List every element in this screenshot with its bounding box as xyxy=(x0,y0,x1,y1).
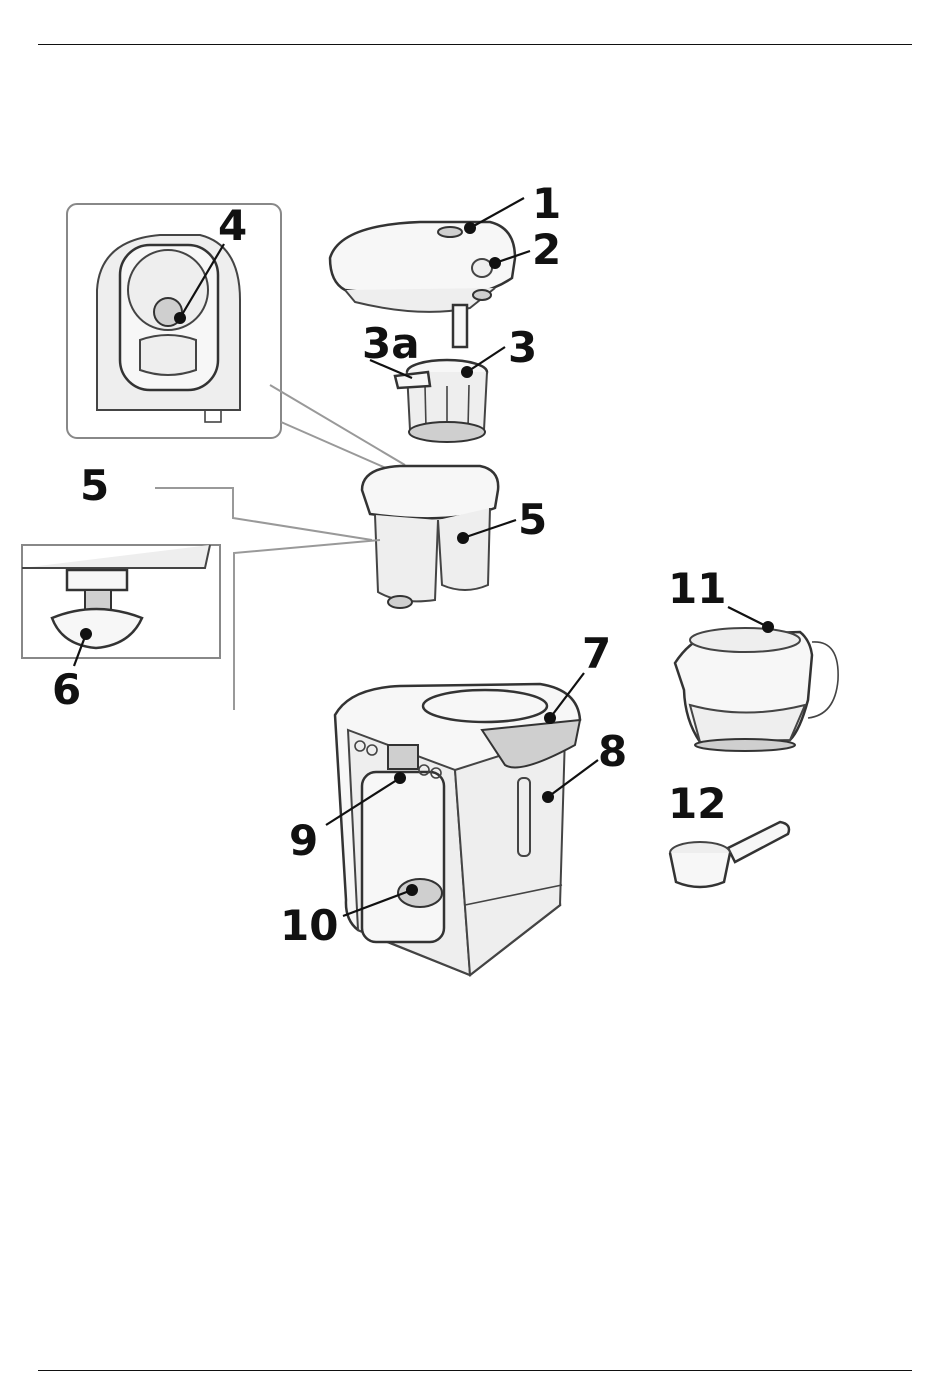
marker-11 xyxy=(762,621,774,633)
leader-11 xyxy=(728,607,768,627)
callout-5-left: 5 xyxy=(80,461,109,510)
marker-1 xyxy=(464,222,476,234)
marker-9 xyxy=(394,772,406,784)
marker-5 xyxy=(457,532,469,544)
carafe xyxy=(675,628,838,751)
marker-10 xyxy=(406,884,418,896)
callout-7: 7 xyxy=(582,629,611,678)
callout-6: 6 xyxy=(52,665,81,714)
callout-3a: 3a xyxy=(362,319,420,368)
guide-inset-lower xyxy=(281,422,395,472)
measuring-spoon xyxy=(670,822,789,887)
marker-7 xyxy=(544,712,556,724)
callout-8: 8 xyxy=(598,727,627,776)
inset-top-view xyxy=(67,204,281,438)
marker-2 xyxy=(489,257,501,269)
callout-12: 12 xyxy=(668,779,726,828)
callout-1: 1 xyxy=(532,179,561,228)
marker-6 xyxy=(80,628,92,640)
water-reservoir xyxy=(362,466,498,608)
callout-4: 4 xyxy=(218,201,247,250)
marker-3 xyxy=(461,366,473,378)
base-unit xyxy=(335,684,580,975)
callout-3: 3 xyxy=(508,323,537,372)
callout-5-right: 5 xyxy=(518,495,547,544)
marker-4 xyxy=(174,312,186,324)
guide-5-left xyxy=(155,488,372,540)
callout-10: 10 xyxy=(280,901,338,950)
callout-9: 9 xyxy=(289,816,318,865)
guide-6 xyxy=(234,540,380,710)
marker-8 xyxy=(542,791,554,803)
callout-11: 11 xyxy=(668,564,726,613)
filter-holder xyxy=(395,360,487,442)
inset-valve xyxy=(22,545,220,658)
callout-2: 2 xyxy=(532,225,561,274)
lid-assembly xyxy=(330,222,515,347)
